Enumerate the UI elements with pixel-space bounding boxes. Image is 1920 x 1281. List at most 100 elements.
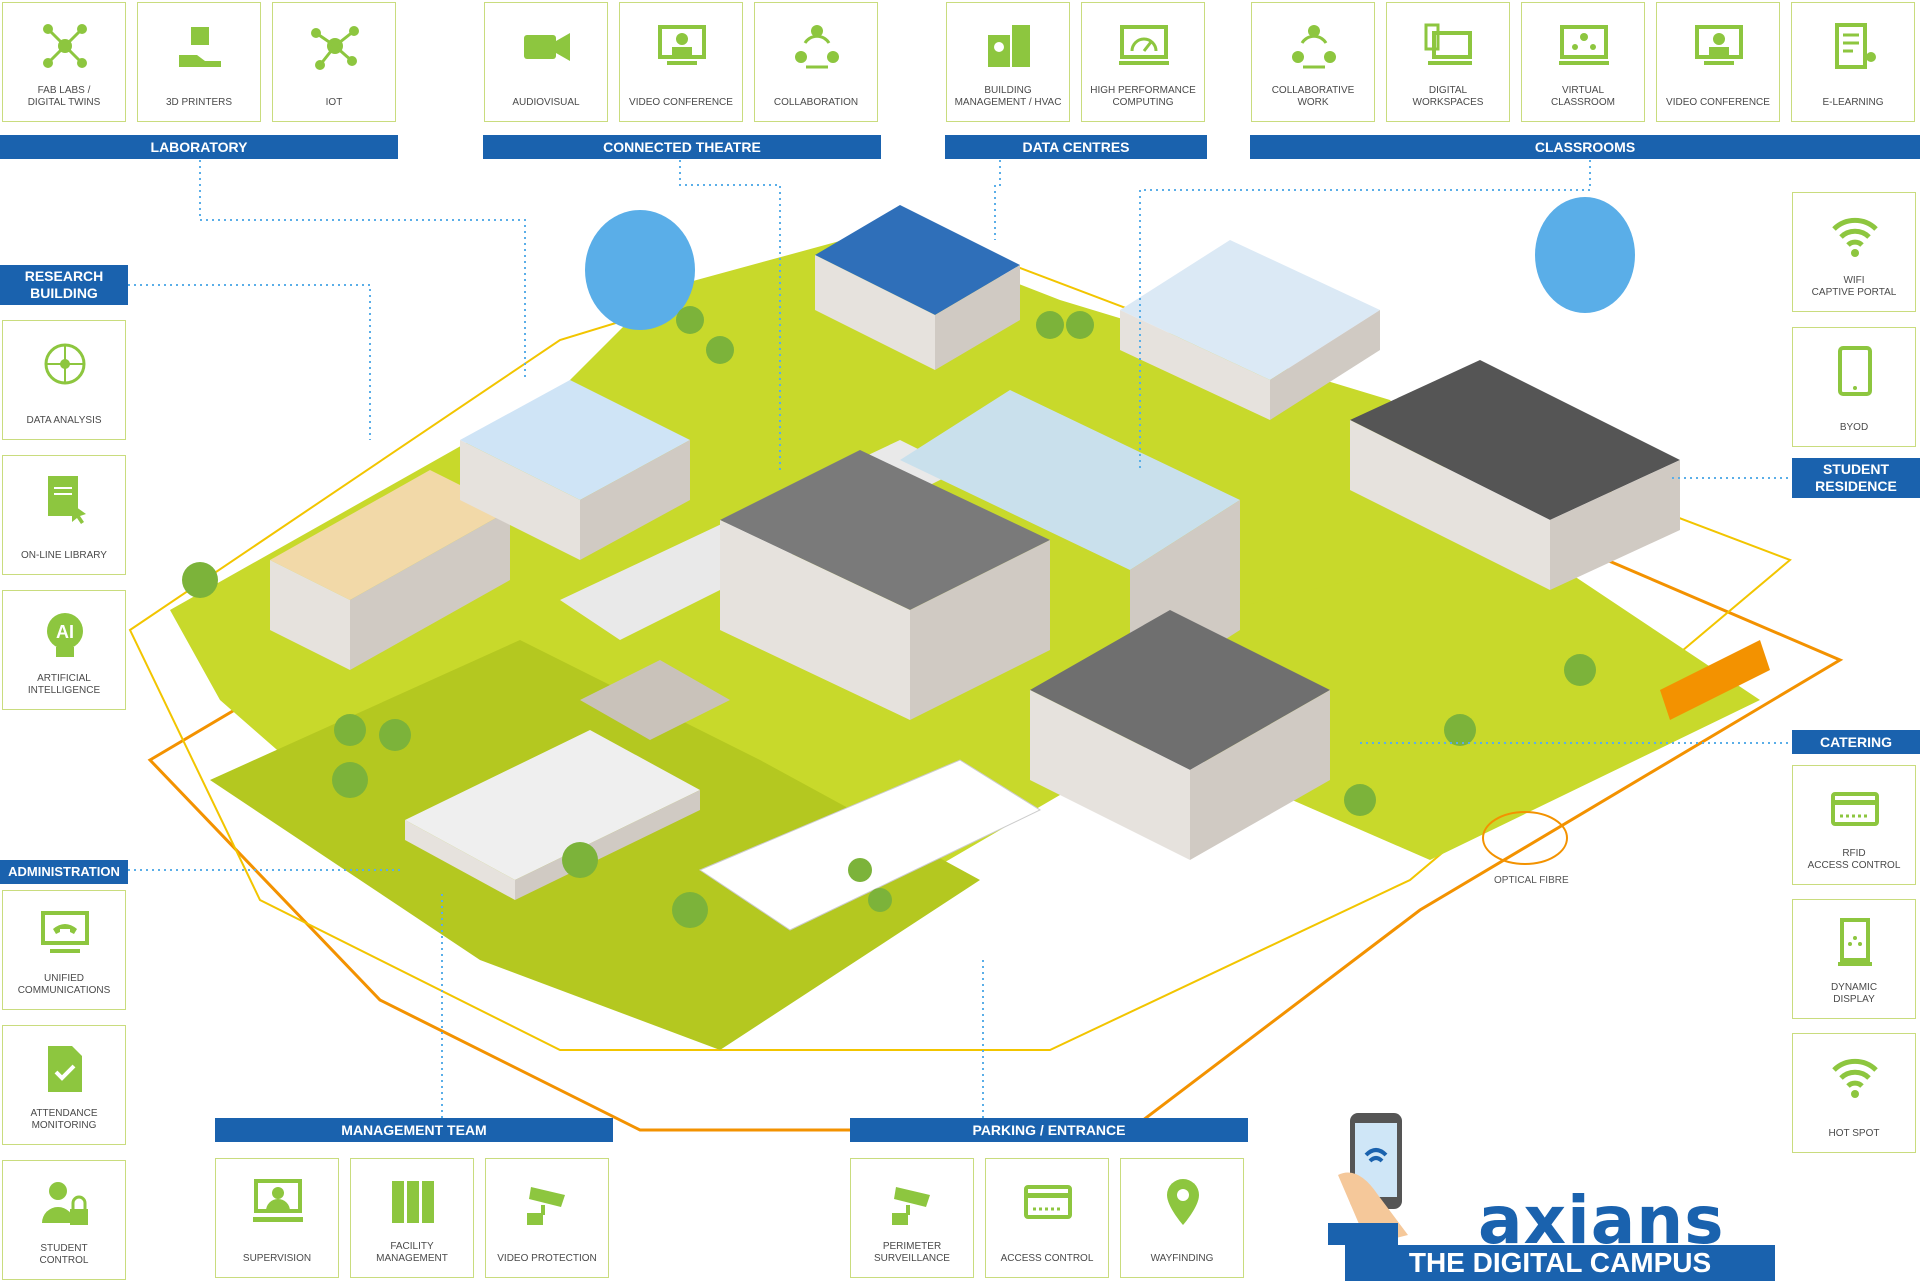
ai-icon: AI — [47, 613, 83, 657]
tile-caption: DYNAMIC DISPLAY — [1830, 982, 1878, 1005]
iot-icon — [311, 26, 359, 70]
gauge-icon — [1119, 25, 1169, 65]
tile-caption: WIFI CAPTIVE PORTAL — [1811, 275, 1897, 298]
tile-left: UNIFIED COMMUNICATIONS — [2, 890, 126, 1010]
tile-top: COLLABORATIVE WORK — [1251, 2, 1375, 122]
section-catering: CATERING — [1792, 730, 1920, 754]
notebook-icon — [1835, 23, 1876, 69]
tile-caption: ACCESS CONTROL — [1000, 1253, 1094, 1264]
tile-caption: ARTIFICIAL INTELLIGENCE — [27, 673, 101, 696]
tile-caption: FACILITY MANAGEMENT — [376, 1241, 448, 1264]
wifi-icon — [1832, 217, 1878, 257]
collaboration-icon — [795, 25, 839, 69]
catering-building — [1030, 610, 1330, 860]
tile-right: HOT SPOT — [1792, 1033, 1916, 1153]
tile-bottom: ACCESS CONTROL — [985, 1158, 1109, 1278]
tile-top: AUDIOVISUAL — [484, 2, 608, 122]
tile-caption: PERIMETER SURVEILLANCE — [874, 1241, 950, 1264]
tile-caption: 3D PRINTERS — [165, 97, 233, 108]
video-conference-icon — [1695, 25, 1743, 65]
section-research-building: RESEARCH BUILDING — [0, 265, 128, 305]
pin-icon — [1167, 1179, 1199, 1225]
tile-bottom: WAYFINDING — [1120, 1158, 1244, 1278]
cube-hand-icon — [179, 27, 221, 67]
tile-top: IoT — [272, 2, 396, 122]
tile-caption: FAB LABS / DIGITAL TWINS — [27, 85, 101, 108]
wifi-icon — [1832, 1058, 1878, 1098]
tile-top: FAB LABS / DIGITAL TWINS — [2, 2, 126, 122]
tile-left: ON-LINE LIBRARY — [2, 455, 126, 575]
tile-caption: BUILDING MANAGEMENT / HVAC — [954, 85, 1062, 108]
collaboration-icon — [1292, 25, 1336, 69]
tile-right: BYOD — [1792, 327, 1916, 447]
section-classrooms: CLASSROOMS — [1250, 135, 1920, 159]
tile-left: DATA ANALYSIS — [2, 320, 126, 440]
card-icon — [1024, 1185, 1072, 1219]
tile-bottom: SUPERVISION — [215, 1158, 339, 1278]
tile-top: COLLABORATION — [754, 2, 878, 122]
tile-caption: VIDEO CONFERENCE — [1666, 97, 1770, 108]
section-parking-entrance: PARKING / ENTRANCE — [850, 1118, 1248, 1142]
lock-cloud-icon — [1535, 197, 1635, 313]
user-lock-icon — [42, 1182, 88, 1225]
tile-caption: ON-LINE LIBRARY — [21, 550, 107, 561]
library-building — [270, 470, 510, 670]
tile-top: VIRTUAL CLASSROOM — [1521, 2, 1645, 122]
tile-caption: UNIFIED COMMUNICATIONS — [17, 973, 111, 996]
tablet-icon — [1838, 346, 1872, 396]
connectors — [128, 160, 1788, 1118]
tile-caption: HIGH PERFORMANCE COMPUTING — [1090, 85, 1196, 108]
tile-caption: BYOD — [1839, 422, 1869, 433]
phone-icon — [41, 911, 89, 953]
fibre-label: OPTICAL FIBRE — [1494, 875, 1569, 886]
tile-top: VIDEO CONFERENCE — [1656, 2, 1780, 122]
cctv-icon — [892, 1187, 930, 1225]
checklist-icon — [48, 1046, 82, 1092]
tile-top: 3D PRINTERS — [137, 2, 261, 122]
globe-icon — [44, 343, 86, 385]
tile-top: VIDEO CONFERENCE — [619, 2, 743, 122]
tile-left: STUDENT CONTROL — [2, 1160, 126, 1280]
residence-building — [1350, 360, 1680, 590]
section-data-centres: DATA CENTRES — [945, 135, 1207, 159]
section-laboratory: LABORATORY — [0, 135, 398, 159]
theatre-building — [720, 450, 1050, 720]
display-icon — [1838, 918, 1872, 966]
tile-bottom: VIDEO PROTECTION — [485, 1158, 609, 1278]
phone-hand-icon — [1328, 1113, 1408, 1245]
tile-caption: VIRTUAL CLASSROOM — [1551, 85, 1615, 108]
tile-caption: WAYFINDING — [1150, 1253, 1214, 1264]
binders-icon — [392, 1181, 434, 1223]
section-student-residence: STUDENT RESIDENCE — [1792, 458, 1920, 498]
tile-top: DIGITAL WORKSPACES — [1386, 2, 1510, 122]
tile-caption: COLLABORATIVE WORK — [1271, 85, 1355, 108]
tile-caption: ATTENDANCE MONITORING — [30, 1108, 98, 1131]
wifi-cloud-icon — [585, 210, 695, 330]
tile-left: ATTENDANCE MONITORING — [2, 1025, 126, 1145]
trees — [182, 306, 1596, 928]
tile-caption: STUDENT CONTROL — [39, 1243, 89, 1266]
tile-caption: E-LEARNING — [1822, 97, 1884, 108]
tile-caption: DIGITAL WORKSPACES — [1412, 85, 1484, 108]
workspace-icon — [1424, 23, 1472, 65]
bus — [1660, 640, 1770, 720]
tile-caption: VIDEO PROTECTION — [497, 1253, 597, 1264]
tile-right: WIFI CAPTIVE PORTAL — [1792, 192, 1916, 312]
cctv-icon — [527, 1187, 565, 1225]
fibre-marker — [1482, 811, 1568, 865]
svg-text:AI: AI — [56, 622, 74, 642]
supervision-icon — [253, 1179, 303, 1222]
tile-caption: DATA ANALYSIS — [26, 415, 102, 426]
tagline: THE DIGITAL CAMPUS — [1345, 1245, 1775, 1281]
book-icon — [48, 476, 86, 524]
section-administration: ADMINISTRATION — [0, 860, 128, 884]
camera-icon — [524, 33, 570, 61]
video-conference-icon — [658, 25, 706, 65]
tile-right: RFID ACCESS CONTROL — [1792, 765, 1916, 885]
section-management-team: MANAGEMENT TEAM — [215, 1118, 613, 1142]
tile-bottom: FACILITY MANAGEMENT — [350, 1158, 474, 1278]
tile-top: HIGH PERFORMANCE COMPUTING — [1081, 2, 1205, 122]
tile-caption: VIDEO CONFERENCE — [629, 97, 733, 108]
